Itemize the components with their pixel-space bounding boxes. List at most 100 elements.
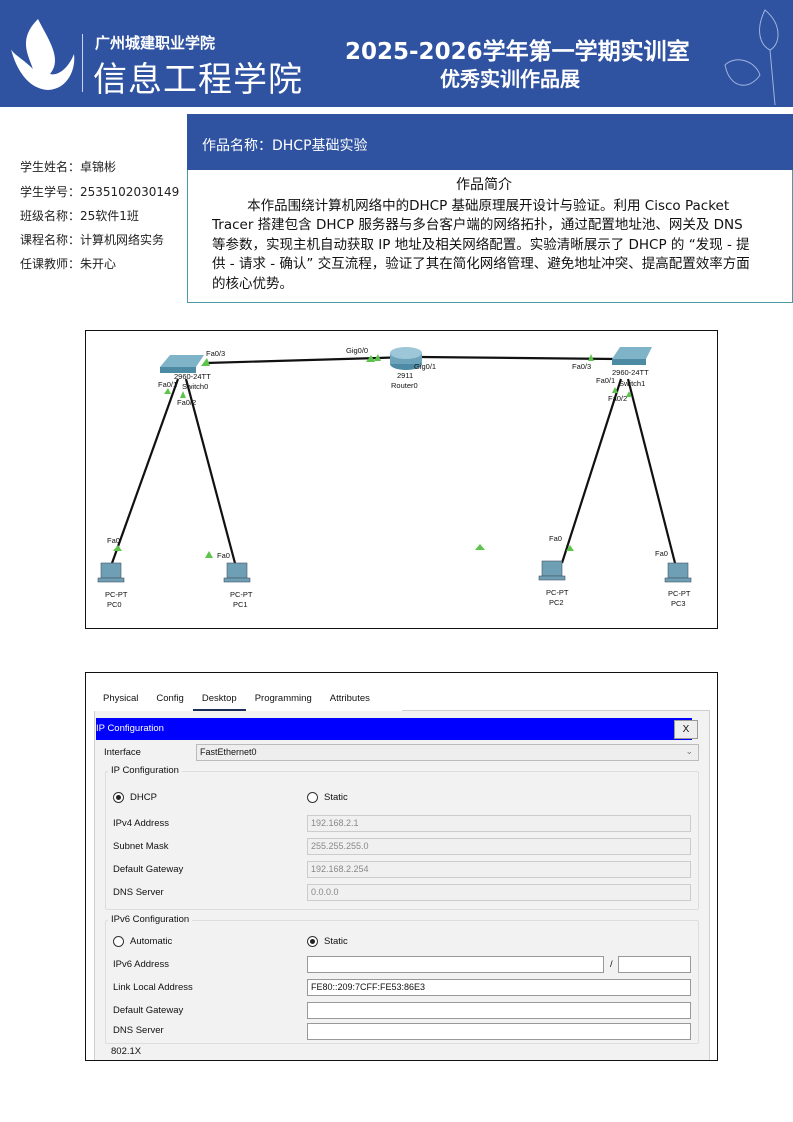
port-label: Fa0/3: [572, 362, 591, 371]
router0-model: 2911: [397, 371, 413, 380]
divider: [82, 34, 83, 92]
ipv6-dns-label: DNS Server: [113, 1025, 164, 1036]
link-switch1-pc2: [560, 378, 623, 564]
pc2-icon: [538, 560, 566, 581]
default-gateway-input[interactable]: 192.168.2.254: [307, 861, 691, 878]
work-title: 作品名称：DHCP基础实验: [187, 114, 793, 170]
interface-value: FastEthernet0: [200, 747, 257, 757]
ip-config-titlebar: IP Configuration: [96, 718, 692, 740]
ipv4-address-label: IPv4 Address: [113, 818, 169, 829]
ipv4-legend: IP Configuration: [108, 765, 182, 776]
ipv6-prefix-input[interactable]: [618, 956, 691, 973]
subnet-mask-label: Subnet Mask: [113, 841, 169, 852]
tab-bar: Physical Config Desktop Programming Attr…: [94, 689, 402, 711]
lotus-decoration-icon: [724, 9, 779, 105]
router0-icon: [390, 347, 422, 370]
intro-text: 本作品围绕计算机网络中的DHCP 基础原理展开设计与验证。利用 Cisco Pa…: [212, 197, 750, 292]
static-ipv4-radio[interactable]: [307, 792, 318, 803]
pc-type: PC-PT: [546, 588, 569, 597]
ipv6-dns-input[interactable]: [307, 1023, 691, 1040]
dhcp-radio[interactable]: [113, 792, 124, 803]
port-label: Fa0: [549, 534, 562, 543]
chevron-down-icon: ⌄: [685, 746, 693, 756]
port-label: Fa0: [217, 551, 230, 560]
router0-name: Router0: [391, 381, 418, 390]
static-ipv4-label: Static: [324, 792, 348, 803]
interface-label: Interface: [104, 747, 141, 758]
port-label: Fa0/1: [158, 380, 177, 389]
switch0-model: 2960-24TT: [174, 372, 211, 381]
link-local-input[interactable]: FE80::209:7CFF:FE53:86E3: [307, 979, 691, 996]
port-label: Fa0/1: [596, 376, 615, 385]
tab-attributes[interactable]: Attributes: [329, 693, 370, 704]
pc-name: PC2: [549, 598, 564, 607]
college-logo-icon: [11, 19, 75, 90]
packet-tracer-window: Physical Config Desktop Programming Attr…: [85, 672, 718, 1061]
prefix-separator: /: [610, 959, 613, 970]
automatic-label: Automatic: [130, 936, 173, 947]
college-name: 信息工程学院: [93, 60, 303, 100]
course-name: 课程名称：计算机网络实务: [20, 233, 165, 247]
dhcp-label: DHCP: [130, 792, 157, 803]
automatic-radio[interactable]: [113, 936, 124, 947]
ipv4-address-input[interactable]: 192.168.2.1: [307, 815, 691, 832]
pc0-icon: [97, 562, 125, 583]
dns-server-label: DNS Server: [113, 887, 164, 898]
teacher-name: 任课教师：朱开心: [20, 257, 117, 271]
switch1-icon: [612, 347, 652, 365]
link-switch0-pc1: [184, 378, 238, 568]
ipv6-gateway-label: Default Gateway: [113, 1005, 184, 1016]
pc1-icon: [223, 562, 251, 583]
class-name: 班级名称：25软件1班: [20, 209, 139, 223]
switch1-name: Switch1: [619, 379, 645, 388]
dot1x-legend: 802.1X: [111, 1046, 142, 1057]
tab-config[interactable]: Config: [156, 693, 184, 704]
banner-header: 广州城建职业学院 信息工程学院 2025-2026学年第一学期实训室 优秀实训作…: [0, 0, 793, 107]
tab-desktop[interactable]: Desktop: [192, 689, 246, 711]
switch1-model: 2960-24TT: [612, 368, 649, 377]
pc-type: PC-PT: [230, 590, 253, 599]
port-label: Gig0/0: [346, 346, 368, 355]
exhibition-subtitle: 优秀实训作品展: [440, 67, 580, 91]
student-id: 学生学号：2535102030149: [20, 185, 180, 199]
ipv6-gateway-input[interactable]: [307, 1002, 691, 1019]
ipv6-address-input[interactable]: [307, 956, 604, 973]
pc-name: PC0: [107, 600, 122, 609]
link-local-label: Link Local Address: [113, 982, 193, 993]
switch0-icon: [160, 355, 204, 373]
subnet-mask-input[interactable]: 255.255.255.0: [307, 838, 691, 855]
dns-server-input[interactable]: 0.0.0.0: [307, 884, 691, 901]
port-label: Fa0/2: [608, 394, 627, 403]
port-label: Fa0: [107, 536, 120, 545]
ipv6-address-label: IPv6 Address: [113, 959, 169, 970]
port-label: Gig0/1: [414, 362, 436, 371]
port-label: Fa0/2: [177, 398, 196, 407]
work-intro: 作品简介 本作品围绕计算机网络中的DHCP 基础原理展开设计与验证。利用 Cis…: [187, 170, 793, 303]
pc-type: PC-PT: [668, 589, 691, 598]
tab-physical[interactable]: Physical: [103, 693, 139, 704]
link-router-switch1: [420, 355, 617, 361]
intro-heading: 作品简介: [456, 177, 512, 193]
static-ipv6-label: Static: [324, 936, 348, 947]
link-switch0-pc0: [109, 378, 180, 567]
pc-name: PC1: [233, 600, 248, 609]
ipv4-config-group: [105, 771, 699, 910]
switch0-name: Switch0: [182, 382, 208, 391]
link-switch1-pc3: [626, 378, 678, 568]
ipv6-legend: IPv6 Configuration: [108, 914, 193, 925]
close-button[interactable]: X: [674, 720, 698, 739]
interface-select[interactable]: FastEthernet0 ⌄: [196, 744, 699, 761]
default-gateway-label: Default Gateway: [113, 864, 184, 875]
ipv6-config-group: [105, 920, 699, 1044]
student-name: 学生姓名：卓锦彬: [20, 160, 117, 174]
pc-type: PC-PT: [105, 590, 128, 599]
pc-name: PC3: [671, 599, 686, 608]
static-ipv6-radio[interactable]: [307, 936, 318, 947]
pc3-icon: [664, 562, 692, 583]
port-label: Fa0: [655, 549, 668, 558]
college-subtitle: 广州城建职业学院: [95, 34, 216, 52]
exhibition-title: 2025-2026学年第一学期实训室: [345, 39, 690, 65]
tab-programming[interactable]: Programming: [254, 693, 312, 704]
network-topology: Fa0/3 Fa0/1 Fa0/2 2960-24TT Switch0 Gig0…: [85, 330, 718, 629]
port-label: Fa0/3: [206, 349, 225, 358]
